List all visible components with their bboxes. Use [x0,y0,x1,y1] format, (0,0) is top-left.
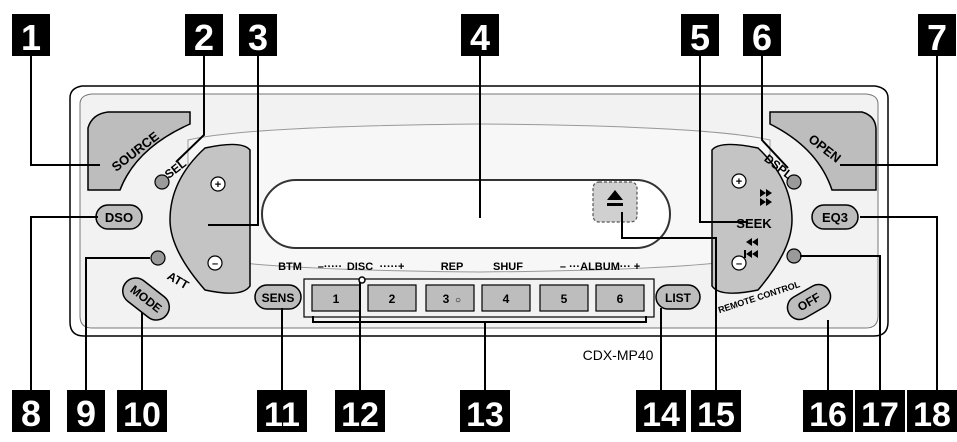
svg-text:9: 9 [76,393,96,434]
preset-4-label: 4 [503,292,510,306]
seek-down-icon [731,255,747,271]
display-window [261,179,671,249]
seek-up-sign: + [736,176,742,188]
callout-14: 14 [636,390,686,434]
preset-button-6[interactable]: 6 [595,284,645,312]
volume-rocker[interactable]: + – [169,143,251,294]
volume-down-sign: – [212,258,218,270]
sens-label: SENS [262,291,295,305]
preset-button-4[interactable]: 4 [481,284,531,312]
preset-1-label: 1 [333,292,340,306]
off-button[interactable]: OFF [783,280,835,324]
disc-indicator-icon [358,276,366,284]
preset-button-1[interactable]: 1 [311,284,361,312]
volume-up-icon [210,176,226,192]
preset-3-mark: ○ [455,295,461,306]
svg-text:17: 17 [861,396,899,434]
dso-label: DSO [105,210,133,225]
open-button[interactable]: OPEN [769,111,877,191]
disc-minus-label: –····· [318,261,342,273]
rep-label: REP [441,261,464,273]
svg-text:2: 2 [194,17,214,58]
callout-16: 16 [803,390,853,434]
model-name: CDX-MP40 [583,347,654,363]
preset-5-label: 5 [561,292,568,306]
preset-3-label: 3 [443,292,450,306]
preset-button-frame [303,278,655,318]
callout-6: 6 [743,14,781,58]
volume-up-sign: + [215,179,221,191]
rewind-icon [744,238,758,258]
svg-text:18: 18 [913,396,951,434]
callout-3: 3 [239,14,277,58]
svg-text:14: 14 [642,396,680,434]
list-button[interactable]: LIST [655,284,701,310]
svg-text:15: 15 [697,396,735,434]
seek-rocker[interactable]: + SEEK – [711,143,793,294]
preset-button-2[interactable]: 2 [367,284,417,312]
svg-text:6: 6 [752,17,772,58]
svg-text:4: 4 [470,17,490,58]
callout-12: 12 [335,390,385,434]
callout-1: 1 [12,14,50,58]
preset-button-3[interactable]: 3 ○ [425,284,475,312]
seek-up-icon [731,173,747,189]
seek-down-sign: – [736,258,742,270]
eq3-label: EQ3 [822,210,848,225]
callout-10: 10 [117,390,167,434]
disc-plus-label: ·····+ [380,261,405,273]
preset-2-label: 2 [389,292,396,306]
svg-text:11: 11 [264,396,300,434]
btm-label: BTM [278,261,302,273]
svg-text:13: 13 [466,396,504,434]
callout-11: 11 [257,390,307,434]
album-label: ALBUM [580,261,620,273]
callout-4: 4 [461,14,499,58]
eject-button[interactable] [592,181,638,223]
callout-18: 18 [907,390,957,434]
svg-text:7: 7 [927,17,947,58]
svg-text:16: 16 [809,396,847,434]
sens-button[interactable]: SENS [254,284,302,310]
album-plus-label: ··· + [620,261,640,273]
list-label: LIST [665,291,692,305]
callout-8: 8 [12,390,50,434]
callout-13: 13 [460,390,510,434]
leader-lines [30,56,938,390]
callout-15: 15 [691,390,741,434]
seek-label: SEEK [736,216,772,231]
fast-forward-icon [760,189,772,206]
preset-6-label: 6 [617,292,624,306]
disc-label: DISC [347,261,373,273]
svg-text:8: 8 [21,393,41,434]
dso-button[interactable]: DSO [95,204,143,230]
callout-5: 5 [681,14,719,58]
callout-9: 9 [67,390,105,434]
source-button[interactable]: SOURCE [87,111,191,191]
svg-text:1: 1 [21,17,41,58]
svg-text:12: 12 [341,396,379,434]
preset-button-5[interactable]: 5 [539,284,589,312]
svg-text:3: 3 [248,17,268,58]
volume-down-icon [207,255,223,271]
shuf-label: SHUF [493,261,523,273]
album-minus-label: – ··· [560,261,580,273]
eject-icon [607,190,623,206]
callout-17: 17 [855,390,905,434]
svg-text:10: 10 [123,396,161,434]
svg-text:5: 5 [690,17,710,58]
callout-2: 2 [185,14,223,58]
callout-7: 7 [918,14,956,58]
eq3-button[interactable]: EQ3 [811,204,859,230]
